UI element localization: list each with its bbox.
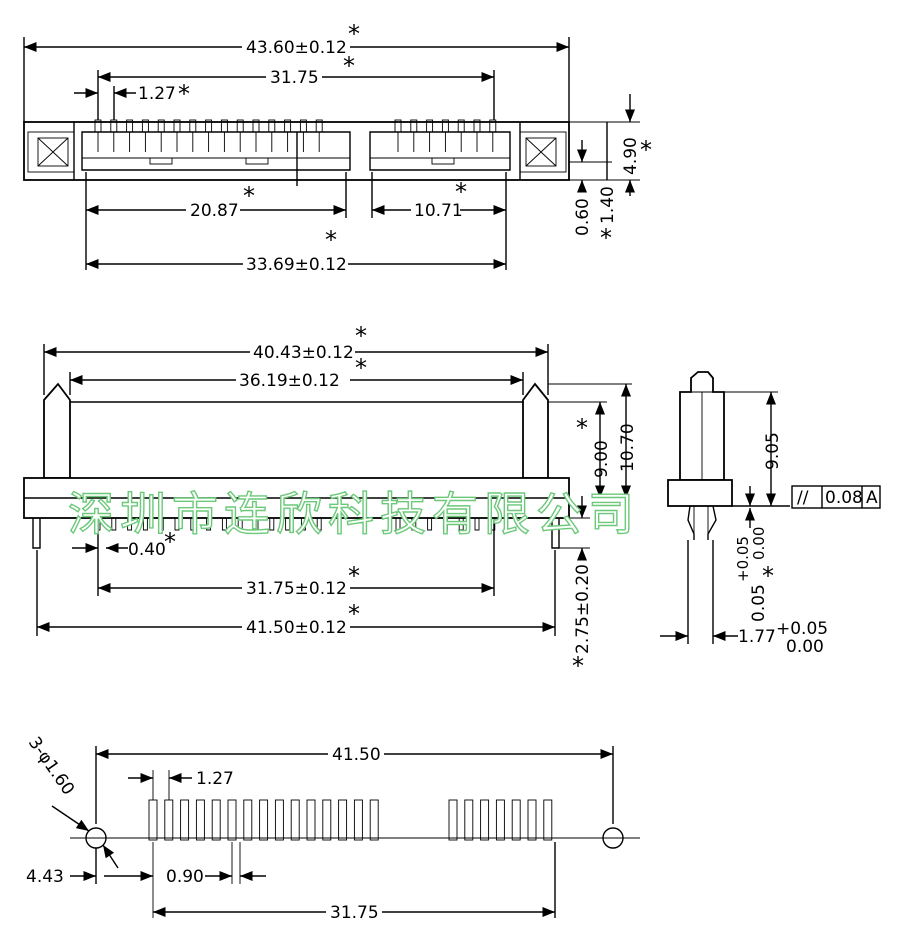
footprint-pad xyxy=(448,799,458,841)
critical-mark: * xyxy=(455,178,467,206)
footprint-pad xyxy=(274,799,284,841)
side-width-value: 1.77 xyxy=(738,627,776,647)
front-overall-width: 40.43±0.12 xyxy=(253,343,354,363)
front-height-b: 10.70 xyxy=(618,423,638,472)
side-offset-value: 0.05 xyxy=(749,584,769,622)
datum-label: A xyxy=(866,488,878,508)
side-view: 9.05 // 0.08 A +0.05 0.00 0.05 * 1.77 +0… xyxy=(660,371,881,657)
top-offset-a: 0.60 xyxy=(573,198,593,236)
footprint-hole-spec: 3-φ1.60 xyxy=(24,733,78,799)
critical-mark: * xyxy=(355,322,367,350)
front-pin xyxy=(474,518,480,531)
top-body-width: 33.69±0.12 xyxy=(246,255,347,275)
footprint-pad xyxy=(290,799,300,841)
front-pin xyxy=(190,518,196,531)
front-pin xyxy=(269,518,275,531)
front-pin xyxy=(458,518,464,531)
footprint-pad xyxy=(148,799,158,841)
footprint-pad xyxy=(227,799,237,841)
top-right-block: 10.71 xyxy=(414,201,463,221)
footprint-pad xyxy=(527,799,537,841)
footprint-pad xyxy=(543,799,553,841)
critical-mark: * xyxy=(576,414,588,442)
front-height-a: 9.00 xyxy=(592,440,612,478)
front-lead-span: 41.50±0.12 xyxy=(246,618,347,638)
top-pitch: 1.27 xyxy=(138,84,176,104)
front-pin xyxy=(285,518,291,531)
flatness-value: 0.08 xyxy=(825,488,863,508)
side-height: 9.05 xyxy=(763,432,783,470)
front-inner-width: 36.19±0.12 xyxy=(239,371,340,391)
footprint-pad xyxy=(338,799,348,841)
front-view: 40.43±0.12 * 36.19±0.12 * 9.00 * 10.70 0… xyxy=(23,322,638,680)
footprint-pad xyxy=(243,799,253,841)
critical-mark: * xyxy=(348,20,360,48)
critical-mark: * xyxy=(572,652,584,680)
footprint-pad xyxy=(322,799,332,841)
side-tol-lower: 0.00 xyxy=(750,527,768,560)
footprint-pad xyxy=(164,799,174,841)
footprint-hole-offset: 4.43 xyxy=(26,867,64,887)
critical-mark: * xyxy=(325,226,337,254)
front-pin xyxy=(142,518,148,531)
critical-mark: * xyxy=(343,52,355,80)
top-overall-width: 43.60±0.12 xyxy=(246,38,347,58)
critical-mark: * xyxy=(600,224,612,252)
critical-mark: * xyxy=(640,136,652,164)
footprint-pad xyxy=(211,799,221,841)
footprint-pitch: 1.27 xyxy=(196,769,234,789)
front-lead-length: 2.75±0.20 xyxy=(573,564,593,654)
critical-mark: * xyxy=(164,528,176,556)
top-pin-span: 31.75 xyxy=(270,68,319,88)
front-pin xyxy=(127,518,133,531)
front-pin-width: 0.40 xyxy=(128,540,166,560)
critical-mark: * xyxy=(178,80,190,108)
pcb-footprint: 41.50 1.27 3-φ1.60 4.43 0.90 xyxy=(24,733,640,923)
footprint-pad-width: 0.90 xyxy=(166,867,204,887)
company-watermark: 深圳市连欣科技有限公司 xyxy=(68,487,640,541)
footprint-pad xyxy=(480,799,490,841)
front-pin xyxy=(221,518,227,531)
top-view: 43.60±0.12 * 31.75 * 1.27 * xyxy=(23,20,652,275)
front-pin xyxy=(237,518,243,531)
side-width-tol-lower: 0.00 xyxy=(786,637,824,657)
footprint-pad-span: 31.75 xyxy=(330,903,379,923)
front-pin xyxy=(300,518,306,531)
footprint-pad xyxy=(353,799,363,841)
flatness-symbol: // xyxy=(797,488,809,508)
front-pin xyxy=(158,518,164,531)
side-width-tol-upper: +0.05 xyxy=(776,619,828,639)
footprint-pad xyxy=(369,799,379,841)
front-pin xyxy=(316,518,322,531)
front-pin xyxy=(174,518,180,531)
critical-mark: * xyxy=(348,600,360,628)
footprint-pad xyxy=(180,799,190,841)
front-pin xyxy=(253,518,259,531)
front-pin-span: 31.75±0.12 xyxy=(246,579,347,599)
critical-mark: * xyxy=(355,354,367,382)
top-left-block: 20.87 xyxy=(190,201,239,221)
side-tol-upper: +0.05 xyxy=(734,536,752,582)
front-pin xyxy=(395,518,401,531)
critical-mark: * xyxy=(243,182,255,210)
footprint-pad xyxy=(306,799,316,841)
footprint-pad xyxy=(259,799,269,841)
front-pin xyxy=(411,518,417,531)
top-offset-b: 1.40 xyxy=(598,186,618,224)
footprint-overall-span: 41.50 xyxy=(332,745,381,765)
critical-mark: * xyxy=(762,562,774,590)
front-pin xyxy=(111,518,117,531)
footprint-pad xyxy=(195,799,205,841)
footprint-pad xyxy=(511,799,521,841)
footprint-pad xyxy=(495,799,505,841)
critical-mark: * xyxy=(348,562,360,590)
front-pin xyxy=(206,518,212,531)
footprint-pad xyxy=(464,799,474,841)
front-pin xyxy=(490,518,496,531)
top-height: 4.90 xyxy=(621,137,641,175)
front-pin xyxy=(427,518,433,531)
front-pin xyxy=(442,518,448,531)
